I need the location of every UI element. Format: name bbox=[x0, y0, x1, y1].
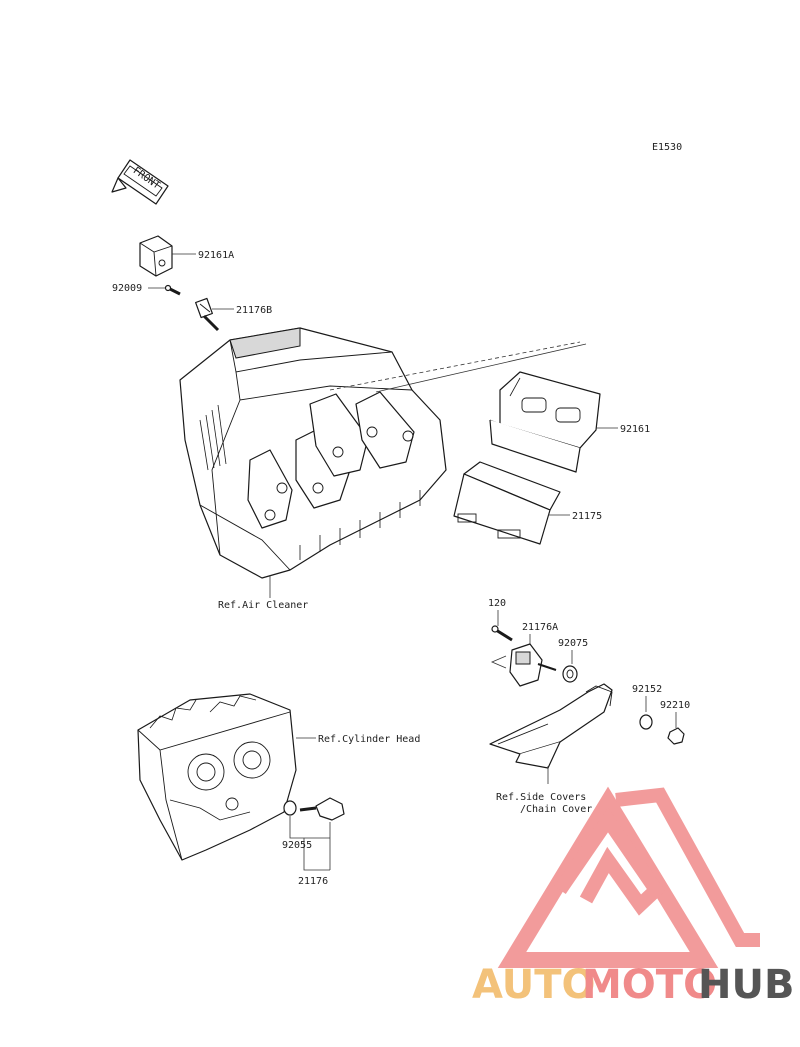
front-arrow-icon: FRONT bbox=[111, 159, 169, 205]
label-92161: 92161 bbox=[620, 424, 650, 435]
watermark-auto: AUTO bbox=[472, 962, 596, 1008]
label-21175: 21175 bbox=[572, 511, 602, 522]
part-92075-grommet bbox=[562, 665, 578, 683]
label-21176A: 21176A bbox=[522, 622, 558, 633]
label-92075: 92075 bbox=[558, 638, 588, 649]
part-21176B-sensor bbox=[195, 297, 220, 332]
label-92152: 92152 bbox=[632, 684, 662, 695]
bracket bbox=[489, 683, 613, 769]
part-92210-nut bbox=[667, 727, 685, 745]
label-ref-air-cleaner: Ref.Air Cleaner bbox=[218, 600, 308, 611]
label-21176: 21176 bbox=[298, 876, 328, 887]
air-cleaner-housing bbox=[179, 327, 587, 579]
label-120: 120 bbox=[488, 598, 506, 609]
watermark-text: AUTO MOTO HUB bbox=[472, 962, 794, 1008]
part-92161-damper bbox=[489, 371, 601, 473]
part-21175-ecu bbox=[453, 461, 561, 545]
part-120-bolt bbox=[491, 625, 513, 642]
label-92161A: 92161A bbox=[198, 250, 234, 261]
cylinder-head bbox=[137, 693, 297, 861]
part-92009-screw bbox=[164, 284, 181, 296]
part-92152-collar bbox=[639, 714, 653, 730]
label-92210: 92210 bbox=[660, 700, 690, 711]
label-ref-side-covers-2: /Chain Cover bbox=[520, 804, 592, 815]
label-ref-side-covers-1: Ref.Side Covers bbox=[496, 792, 586, 803]
part-92055-oring bbox=[283, 800, 297, 816]
label-21176B: 21176B bbox=[236, 305, 272, 316]
label-92009: 92009 bbox=[112, 283, 142, 294]
automotohub-logo-icon bbox=[497, 786, 760, 968]
watermark-moto: MOTO bbox=[582, 962, 717, 1008]
label-92055: 92055 bbox=[282, 840, 312, 851]
part-92161A-block bbox=[139, 235, 173, 277]
label-ref-cylinder-head: Ref.Cylinder Head bbox=[318, 734, 420, 745]
part-21176A-sensor bbox=[509, 643, 557, 687]
diagram-code: E1530 bbox=[652, 142, 682, 153]
part-21176-sensor bbox=[299, 797, 345, 821]
watermark-hub: HUB bbox=[698, 962, 794, 1008]
